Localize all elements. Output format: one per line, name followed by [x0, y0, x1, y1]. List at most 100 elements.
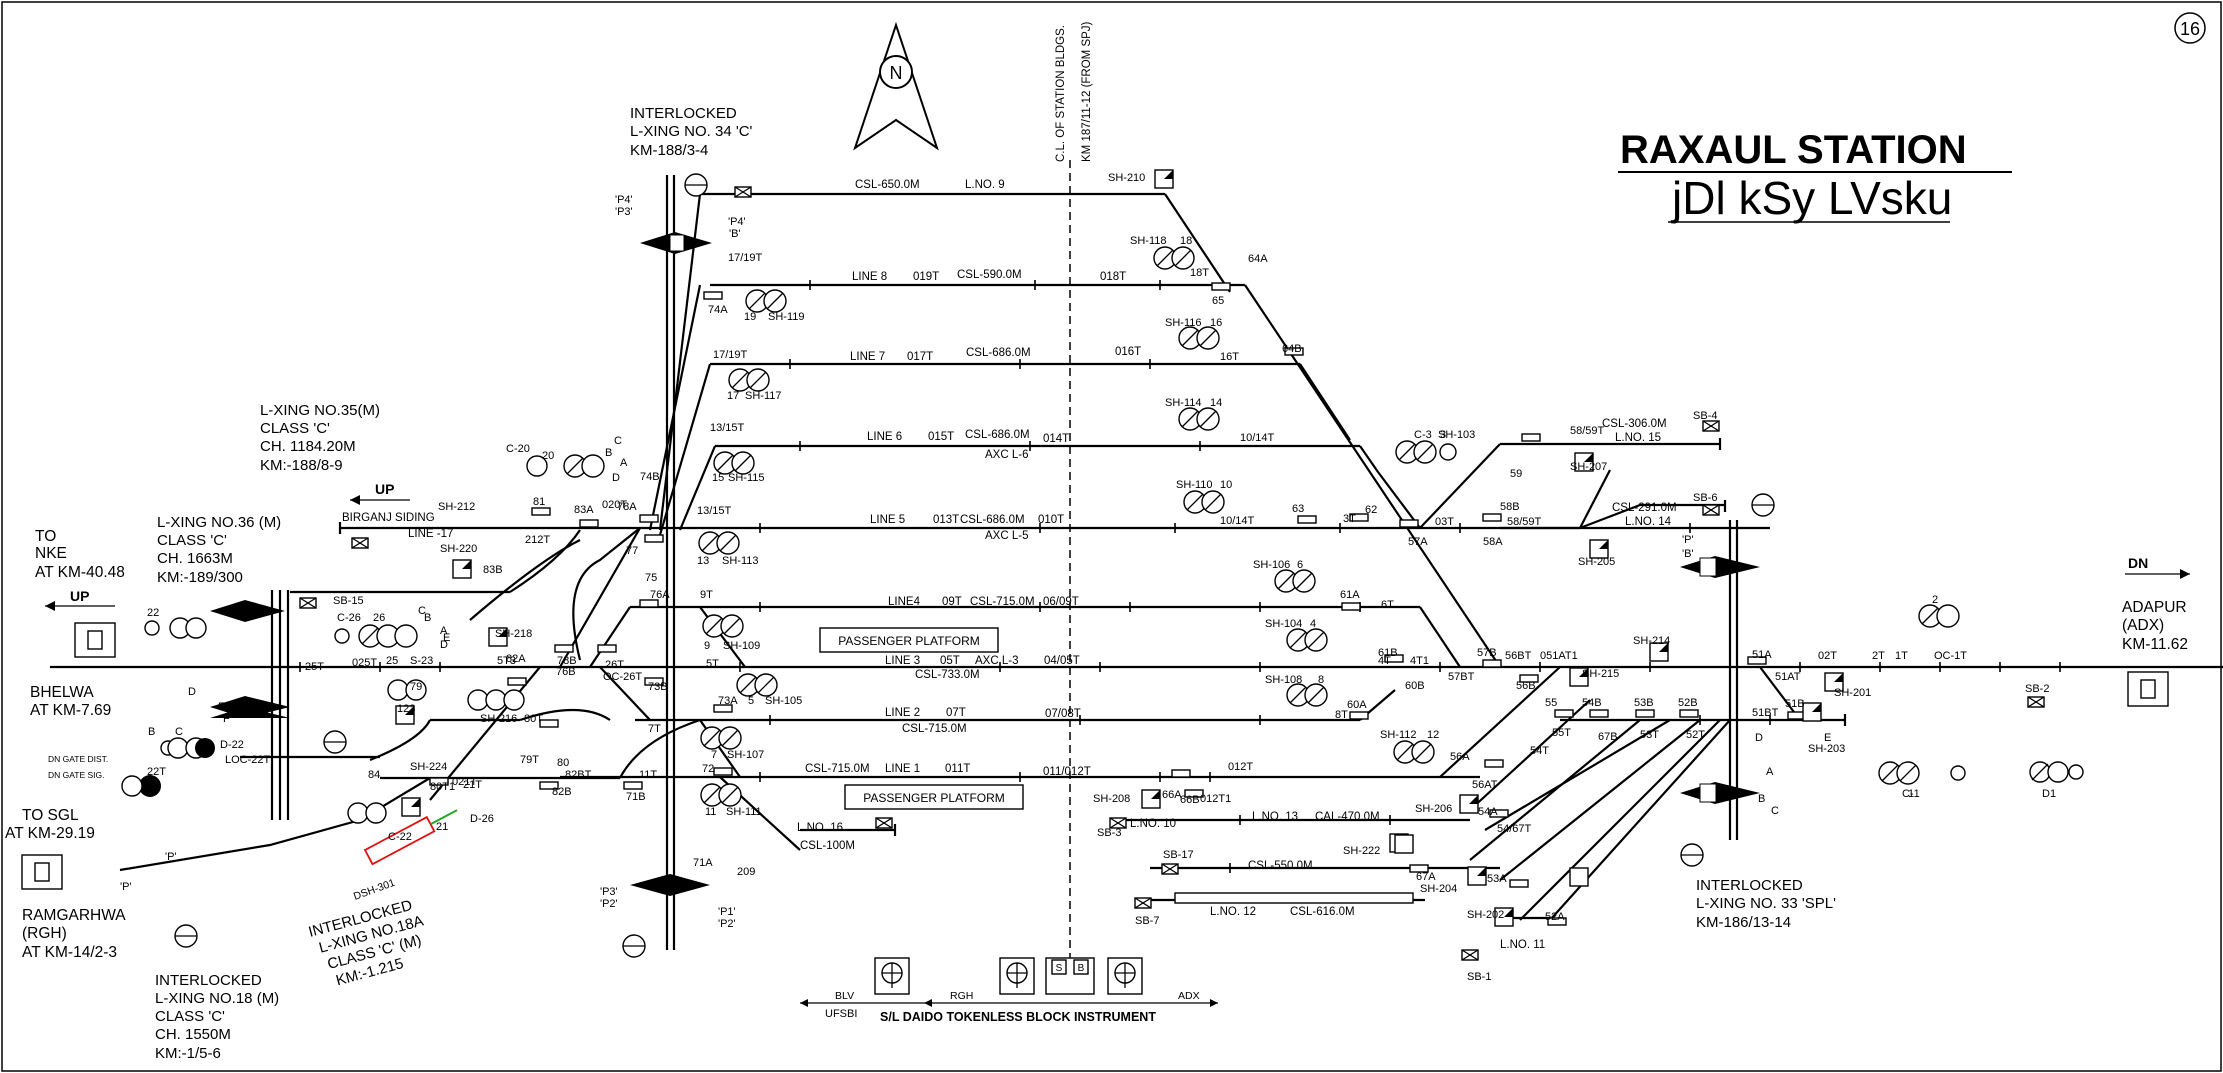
lx35-l4: KM:-188/8-9 [260, 457, 343, 474]
component-label: SH-202 [1467, 909, 1504, 921]
signal-2 [1918, 604, 1960, 628]
component-label: 65 [1212, 295, 1224, 307]
lx34-l2: L-XING NO. 34 'C' [630, 123, 753, 140]
signal-20 [526, 454, 605, 478]
dn-gate-sig: DN GATE SIG. [48, 770, 105, 780]
component-label: SH-222 [1343, 845, 1380, 857]
line2-circuit: 07T [946, 707, 966, 719]
line1-circuit2: 011/012T [1043, 766, 1091, 778]
line6-circuit: 015T [928, 431, 954, 443]
nke-line1: TO [35, 528, 56, 545]
component-label: 'P3' [600, 886, 618, 898]
line7-circuit2: 016T [1115, 346, 1141, 358]
component-label: 7T [648, 723, 661, 735]
component-label: 75 [645, 572, 657, 584]
component-label: SH-106 [1253, 559, 1290, 571]
lx35-l2: CLASS 'C' [260, 420, 330, 437]
adapur-line2: (ADX) [2122, 617, 2164, 634]
component-label: 71A [693, 857, 713, 869]
line12-csl: CSL-616.0M [1290, 906, 1355, 918]
component-label: 9 [704, 640, 710, 652]
component-label: E [1824, 732, 1831, 744]
component-label: SH-218 [495, 628, 532, 640]
component-label: C-22 [388, 831, 412, 843]
component-label: 'P1' [718, 906, 736, 918]
line5-circuit: 013T [933, 514, 959, 526]
block-label-rgh: RGH [950, 990, 973, 1002]
component-label: 60B [1405, 680, 1425, 692]
component-label: 13/15T [710, 422, 745, 434]
lx33-l2: L-XING NO. 33 'SPL' [1696, 895, 1836, 912]
component-label: 80 [557, 757, 569, 769]
component-label: 17 [727, 390, 739, 402]
passenger-platform-lower-label: PASSENGER PLATFORM [863, 791, 1005, 805]
line5-circuit2: 010T [1038, 514, 1064, 526]
line6-name: LINE 6 [867, 431, 902, 443]
signal-sh-113 [698, 531, 740, 555]
component-label: SH-201 [1834, 687, 1871, 699]
component-label: SH-224 [410, 761, 447, 773]
component-label: SH-112 [1380, 729, 1416, 741]
component-label: 'P' [1682, 534, 1694, 546]
component-label: 22 [147, 607, 159, 619]
component-label: B [148, 726, 155, 738]
track-network [50, 175, 2223, 950]
block-label-blv: BLV [835, 990, 854, 1002]
component-label: SH-207 [1570, 461, 1607, 473]
component-label: 16 [1210, 317, 1222, 329]
line9-csl: CSL-650.0M [855, 179, 920, 191]
component-label: 61B [1378, 647, 1398, 659]
component-label: 83B [483, 564, 503, 576]
component-label: 03T [1435, 516, 1454, 528]
component-label: 10/14T [1240, 432, 1275, 444]
lx18-l1: INTERLOCKED [155, 972, 262, 989]
component-label: 26T [605, 659, 624, 671]
line3-circuit: 05T [940, 655, 960, 667]
component-label: A [1766, 766, 1774, 778]
passenger-platform-upper [819, 627, 999, 653]
signal-sh-107 [700, 726, 742, 750]
center-line-label: C.L. OF STATION BLDGS. [1055, 25, 1067, 162]
component-label: 57BT [1448, 671, 1475, 683]
line4-name: LINE4 [888, 596, 921, 608]
north-label: N [890, 63, 903, 83]
component-label: 52A [1545, 911, 1565, 923]
component-label: 60A [1347, 699, 1367, 711]
component-label: 25 [386, 655, 398, 667]
north-arrow-icon: N [853, 21, 939, 151]
component-label: 54/67T [1497, 823, 1532, 835]
component-label: 58/59T [1507, 516, 1542, 528]
lx36-l4: KM:-189/300 [157, 569, 243, 586]
line9-name: L.NO. 9 [965, 179, 1005, 191]
shunt-signal-icons [395, 169, 1844, 927]
line14-csl: CSL-291.0M [1612, 502, 1677, 514]
component-label: 57A [1408, 536, 1428, 548]
component-label: 9T [700, 589, 713, 601]
line13-name: L.NO. 13 [1252, 811, 1298, 823]
component-label: 3T [1343, 513, 1356, 525]
component-label: F [223, 713, 230, 725]
component-label: 81 [533, 496, 545, 508]
component-label: SH-114 [1165, 397, 1201, 409]
component-label: S-23 [410, 655, 433, 667]
line7-name: LINE 7 [850, 351, 885, 363]
component-label: 21 [436, 821, 448, 833]
component-label: 11T [639, 769, 657, 781]
line1-name: LINE 1 [885, 763, 920, 775]
line5-axc: AXC L-5 [985, 530, 1028, 542]
component-label: 1T [1895, 650, 1908, 662]
component-label: E [218, 701, 225, 713]
sgl-line1: TO SGL [22, 807, 79, 824]
component-label: 56BT [1505, 650, 1532, 662]
component-label: 64A [1248, 253, 1268, 265]
component-label: SH-216 [480, 713, 517, 725]
lx35-l3: CH. 1184.20M [260, 438, 356, 455]
component-label: 55 [1545, 697, 1557, 709]
line15-csl: CSL-306.0M [1602, 418, 1667, 430]
component-label: B [1758, 793, 1765, 805]
component-label: C-26 [337, 612, 361, 624]
component-label: D-22 [220, 739, 244, 751]
